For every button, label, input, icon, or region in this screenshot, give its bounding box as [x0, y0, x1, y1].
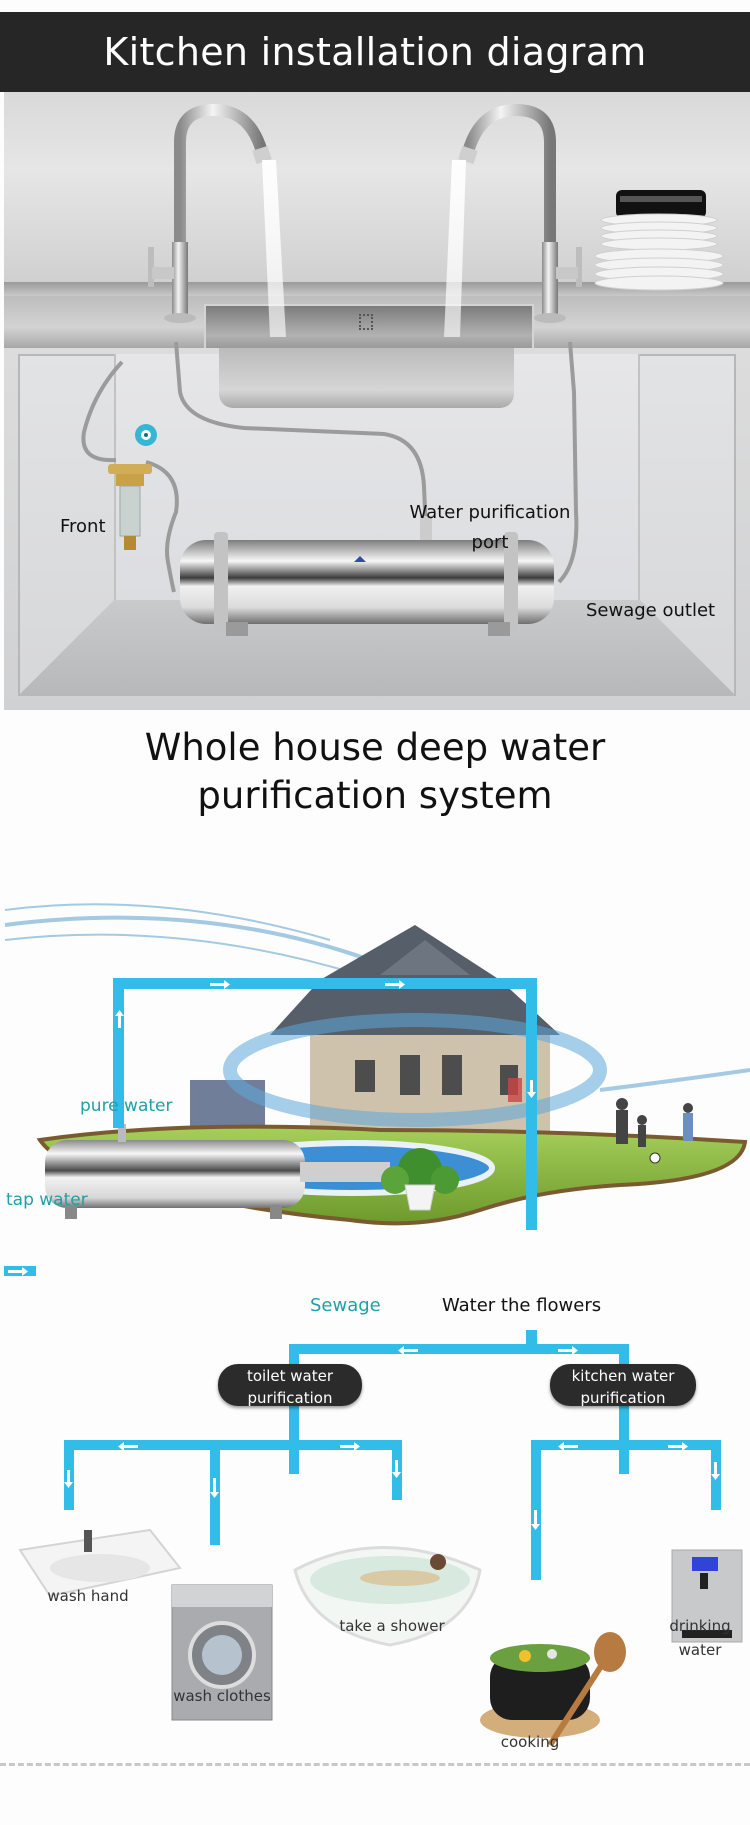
section-title-whole-house: Whole house deep water purification syst… — [144, 726, 606, 817]
label-tap-water: tap water — [6, 1190, 88, 1210]
label-wash-hand: wash hand — [47, 1587, 129, 1605]
water-ring-decoration — [223, 1013, 607, 1127]
label-pure-water: pure water — [80, 1096, 173, 1116]
sink-bowl-underside — [219, 348, 514, 408]
right-water-stream — [444, 160, 466, 337]
label-water-the-flowers: Water the flowers — [442, 1295, 602, 1316]
label-cooking: cooking — [500, 1733, 560, 1751]
dashed-divider — [0, 1763, 750, 1766]
plumbing-svg — [81, 103, 724, 636]
flow-arrows — [8, 980, 536, 1276]
right-faucet-icon — [458, 103, 582, 323]
braided-hoses — [81, 341, 579, 593]
label-drinking-water: drinking water — [669, 1617, 731, 1659]
label-take-a-shower: take a shower — [339, 1617, 445, 1635]
kitchen-water-purification-badge: kitchen water purification — [550, 1364, 696, 1407]
washing-machine-icon — [171, 1584, 273, 1721]
label-water-purification-port: Water purification port — [409, 502, 571, 553]
sink-basin — [204, 304, 534, 348]
bathtub-icon — [293, 1546, 482, 1647]
label-sewage: Sewage — [310, 1295, 381, 1316]
cooking-pot-icon — [480, 1632, 626, 1747]
stacked-plates-icon — [594, 190, 724, 291]
sink-drain-icon — [359, 314, 373, 330]
wash-basin-icon — [18, 1528, 182, 1598]
label-front: Front — [60, 516, 106, 537]
front-prefilter-icon — [108, 464, 152, 550]
house-scene-illustration — [4, 903, 750, 1276]
water-swirl-decoration — [4, 903, 750, 1092]
uf-purifier-cabinet-icon — [180, 516, 554, 636]
label-sewage-outlet: Sewage outlet — [586, 600, 716, 621]
left-water-stream — [262, 160, 286, 337]
left-faucet-icon — [148, 103, 272, 323]
kitchen-installation-illustration: Front Water purification port Sewage out… — [4, 92, 750, 710]
family-playing-icon — [616, 1098, 693, 1164]
water-dispenser-icon — [671, 1549, 743, 1643]
distribution-pipes — [64, 1330, 721, 1580]
page-header: Kitchen installation diagram — [0, 12, 750, 92]
label-wash-clothes: wash clothes — [173, 1687, 271, 1705]
uf-purifier-whole-house-icon — [45, 1124, 390, 1219]
countertop-edge — [4, 282, 750, 296]
potted-plant-icon — [381, 1148, 459, 1211]
toilet-water-purification-badge: toilet water purification — [218, 1364, 362, 1407]
header-title: Kitchen installation diagram — [103, 30, 647, 74]
outlet-illustrations — [18, 1528, 743, 1747]
